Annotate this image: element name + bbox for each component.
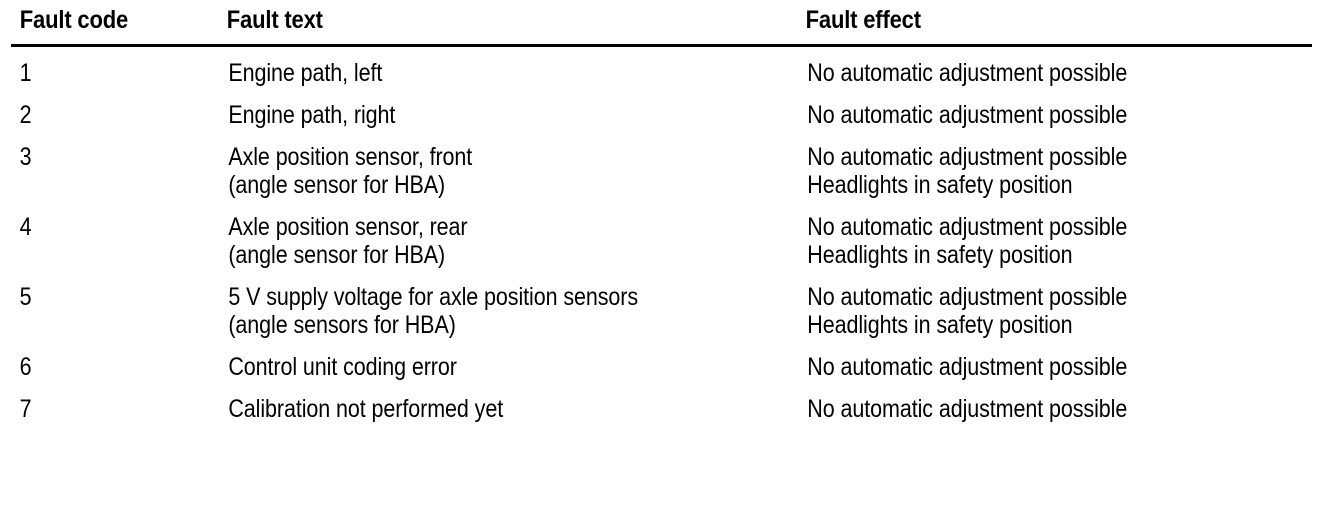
cell-fault-code: 2 — [11, 87, 189, 129]
cell-fault-text: Engine path, right — [218, 87, 721, 129]
cell-fault-code: 5 — [11, 269, 189, 339]
fault-effect-line: Headlights in safety position — [807, 311, 1073, 339]
cell-fault-code: 4 — [11, 199, 189, 269]
header-row: Fault code Fault text Fault effect — [11, 6, 1312, 46]
fault-text-line: Engine path, left — [228, 59, 383, 87]
table-row: 4 Axle position sensor, rear (angle sens… — [11, 199, 1312, 269]
cell-fault-text: 5 V supply voltage for axle position sen… — [218, 269, 721, 339]
cell-fault-effect: No automatic adjustment possible — [803, 339, 1241, 381]
fault-effect-line: No automatic adjustment possible — [807, 213, 1128, 241]
column-header-fault-code-label: Fault code — [19, 6, 129, 34]
cell-fault-code: 1 — [11, 46, 189, 87]
cell-fault-code: 6 — [11, 339, 189, 381]
table-row: 6 Control unit coding error No automatic… — [11, 339, 1312, 381]
fault-code-value: 1 — [19, 59, 32, 87]
fault-effect-line: No automatic adjustment possible — [807, 353, 1128, 381]
fault-effect-line: Headlights in safety position — [807, 241, 1073, 269]
fault-text-line: 5 V supply voltage for axle position sen… — [228, 283, 639, 311]
cell-fault-effect: No automatic adjustment possible Headlig… — [803, 129, 1241, 199]
fault-code-value: 4 — [19, 213, 32, 241]
cell-fault-text: Engine path, left — [218, 46, 721, 87]
column-header-fault-text: Fault text — [218, 6, 733, 46]
cell-fault-effect: No automatic adjustment possible — [803, 87, 1241, 129]
fault-effect-line: No automatic adjustment possible — [807, 143, 1128, 171]
table-row: 1 Engine path, left No automatic adjustm… — [11, 46, 1312, 87]
fault-effect-line: No automatic adjustment possible — [807, 395, 1128, 423]
fault-code-value: 2 — [19, 101, 32, 129]
fault-text-line: Axle position sensor, rear — [228, 213, 468, 241]
table-body: 1 Engine path, left No automatic adjustm… — [11, 46, 1312, 423]
fault-text-line: Control unit coding error — [228, 353, 457, 381]
fault-code-value: 3 — [19, 143, 32, 171]
table-row: 3 Axle position sensor, front (angle sen… — [11, 129, 1312, 199]
column-header-fault-text-label: Fault text — [226, 6, 323, 34]
cell-fault-text: Axle position sensor, rear (angle sensor… — [218, 199, 721, 269]
fault-text-line: (angle sensor for HBA) — [228, 171, 446, 199]
cell-fault-effect: No automatic adjustment possible Headlig… — [803, 199, 1241, 269]
cell-fault-effect: No automatic adjustment possible — [803, 46, 1241, 87]
column-header-fault-code: Fault code — [11, 6, 193, 46]
fault-text-line: Calibration not performed yet — [228, 395, 504, 423]
fault-code-value: 6 — [19, 353, 32, 381]
fault-code-table: Fault code Fault text Fault effect 1 Eng… — [11, 6, 1312, 423]
cell-fault-text: Control unit coding error — [218, 339, 721, 381]
fault-effect-line: No automatic adjustment possible — [807, 59, 1128, 87]
table-row: 2 Engine path, right No automatic adjust… — [11, 87, 1312, 129]
table-row: 7 Calibration not performed yet No autom… — [11, 381, 1312, 423]
fault-effect-line: Headlights in safety position — [807, 171, 1073, 199]
fault-code-value: 5 — [19, 283, 32, 311]
fault-text-line: (angle sensors for HBA) — [228, 311, 456, 339]
cell-fault-effect: No automatic adjustment possible Headlig… — [803, 269, 1241, 339]
fault-text-line: (angle sensor for HBA) — [228, 241, 446, 269]
table-row: 5 5 V supply voltage for axle position s… — [11, 269, 1312, 339]
cell-fault-text: Axle position sensor, front (angle senso… — [218, 129, 721, 199]
fault-effect-line: No automatic adjustment possible — [807, 101, 1128, 129]
fault-code-value: 7 — [19, 395, 32, 423]
fault-effect-line: No automatic adjustment possible — [807, 283, 1128, 311]
fault-text-line: Engine path, right — [228, 101, 396, 129]
column-header-fault-effect-label: Fault effect — [805, 6, 921, 34]
cell-fault-code: 7 — [11, 381, 189, 423]
cell-fault-effect: No automatic adjustment possible — [803, 381, 1241, 423]
fault-text-line: Axle position sensor, front — [228, 143, 473, 171]
cell-fault-code: 3 — [11, 129, 189, 199]
column-header-fault-effect: Fault effect — [803, 6, 1251, 46]
cell-fault-text: Calibration not performed yet — [218, 381, 721, 423]
table-header: Fault code Fault text Fault effect — [11, 6, 1312, 46]
